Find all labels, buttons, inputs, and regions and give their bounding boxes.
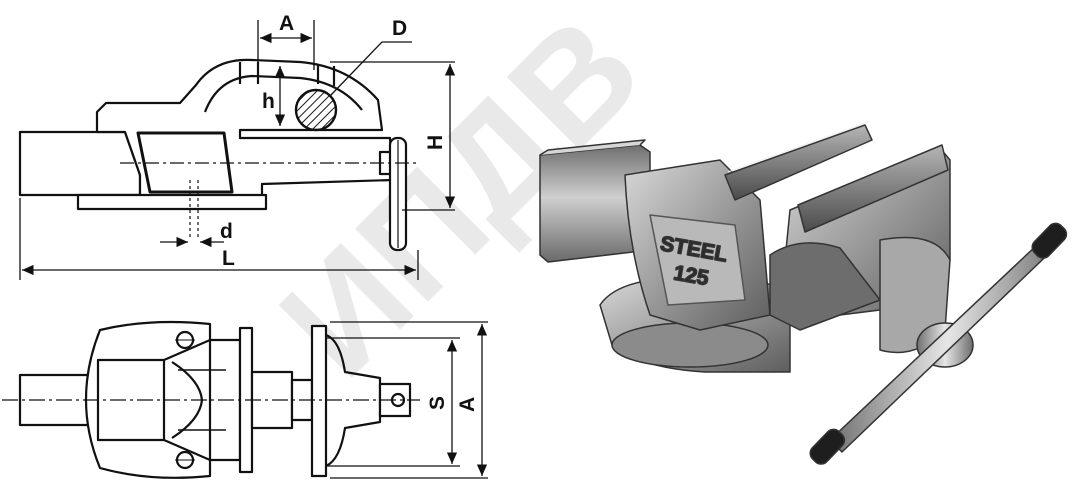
label-length: L [222,247,235,270]
vise-photo: STEEL 125 [539,121,1068,465]
top-view-drawing [2,320,488,479]
label-jaw-depth: h [262,90,275,113]
label-bolt-diameter: d [220,220,233,243]
label-jaw-width-bottom: A [456,397,479,412]
label-opening: S [426,396,449,410]
label-pipe-diameter: D [392,17,407,40]
side-view-drawing [18,20,456,280]
label-jaw-width-top: A [279,12,294,35]
label-height: H [424,135,447,150]
